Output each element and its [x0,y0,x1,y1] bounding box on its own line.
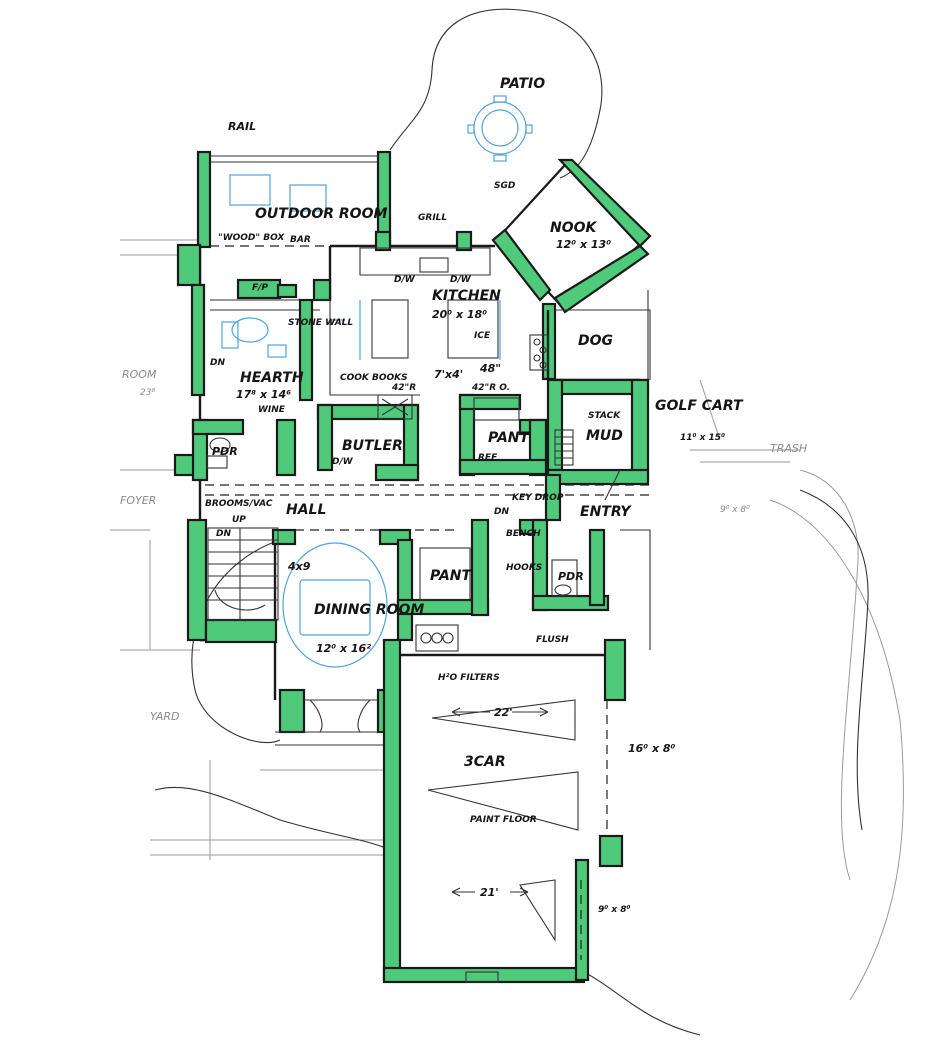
label-dining-room: DINING ROOM [314,602,424,618]
label-23: 23⁸ [140,388,155,398]
label-outdoor-room: OUTDOOR ROOM [255,206,387,222]
label-grill: GRILL [418,213,447,223]
label-foyer: FOYER [120,494,156,507]
dimension-arrows [451,707,549,897]
label-stack: STACK [588,411,621,421]
label-fp: F/P [252,283,268,293]
label-hearth-dims: 17⁸ x 14⁶ [236,388,291,401]
label-dog: DOG [578,333,613,349]
label-trash: TRASH [770,442,807,455]
label-pantry: PANT [488,430,531,446]
label-cook-books: COOK BOOKS [340,373,408,383]
label-yard: YARD [150,710,180,723]
label-mud: MUD [586,428,623,444]
label-dw-butler: D/W [332,457,354,467]
label-ref: REF [478,453,498,463]
label-kitchen: KITCHEN [432,288,501,304]
label-key-drop: KEY DROP [512,493,564,503]
label-door-16x8: 16⁰ x 8⁰ [628,742,676,755]
label-stone-wall: STONE WALL [288,318,353,328]
label-dw1: D/W [394,275,416,285]
label-9x8-right: 9⁰ x 8⁰ [720,505,750,515]
room-labels: PATIO RAIL SGD NOOK 12⁰ x 13⁰ OUTDOOR RO… [120,76,807,915]
label-pdr-left: PDR [212,445,238,458]
label-golf-cart: GOLF CART [655,398,744,414]
label-golf-dims: 11⁰ x 15⁰ [680,433,725,443]
label-rail: RAIL [228,120,256,133]
label-dining-dims: 12⁰ x 16² [316,642,371,655]
label-door-9x8: 9⁰ x 8⁰ [598,905,631,915]
label-pdr-right: PDR [558,570,584,583]
label-22: 22' [494,706,513,719]
label-4x9: 4x9 [287,560,311,573]
label-3car: 3CAR [464,754,506,770]
label-dw2: D/W [450,275,472,285]
label-kitchen-dims: 20⁰ x 18⁰ [432,308,487,321]
label-island: 7'x4' [434,368,463,381]
label-patio: PATIO [500,76,545,92]
label-paint-floor: PAINT FLOOR [470,815,537,825]
label-48: 48" [479,362,501,375]
label-pantry-2: PANT [430,568,473,584]
label-hearth: HEARTH [240,370,304,386]
label-brooms: BROOMS/VAC [205,499,273,509]
patio-table [467,95,533,162]
label-filters: H²O FILTERS [438,673,500,683]
label-dn-stair: DN [216,529,231,539]
label-bar: BAR [290,235,311,245]
label-ice: ICE [474,331,491,341]
label-bench: BENCH [506,529,541,539]
label-nook-dims: 12⁰ x 13⁰ [556,238,611,251]
label-up: UP [232,515,246,525]
outdoor-room [196,150,392,249]
label-wine: WINE [258,405,286,415]
label-room-left: ROOM [122,368,157,381]
label-wood-box: "WOOD" BOX [218,233,285,243]
label-hooks: HOOKS [506,563,542,573]
landscape-curves [154,8,869,1036]
label-flush: FLUSH [536,635,569,645]
background-sketch [110,239,904,1001]
house-walls [173,158,652,984]
label-butler: BUTLER [342,438,403,454]
label-42r-a: 42"R [391,383,416,393]
label-hall: HALL [286,502,326,518]
label-42r-b: 42"R O. [471,383,510,393]
label-dn-hall: DN [494,507,509,517]
label-sgd: SGD [494,181,516,191]
label-21: 21' [480,886,499,899]
label-dn-hearth: DN [210,358,225,368]
label-entry: ENTRY [580,504,632,520]
label-nook: NOOK [550,220,598,236]
